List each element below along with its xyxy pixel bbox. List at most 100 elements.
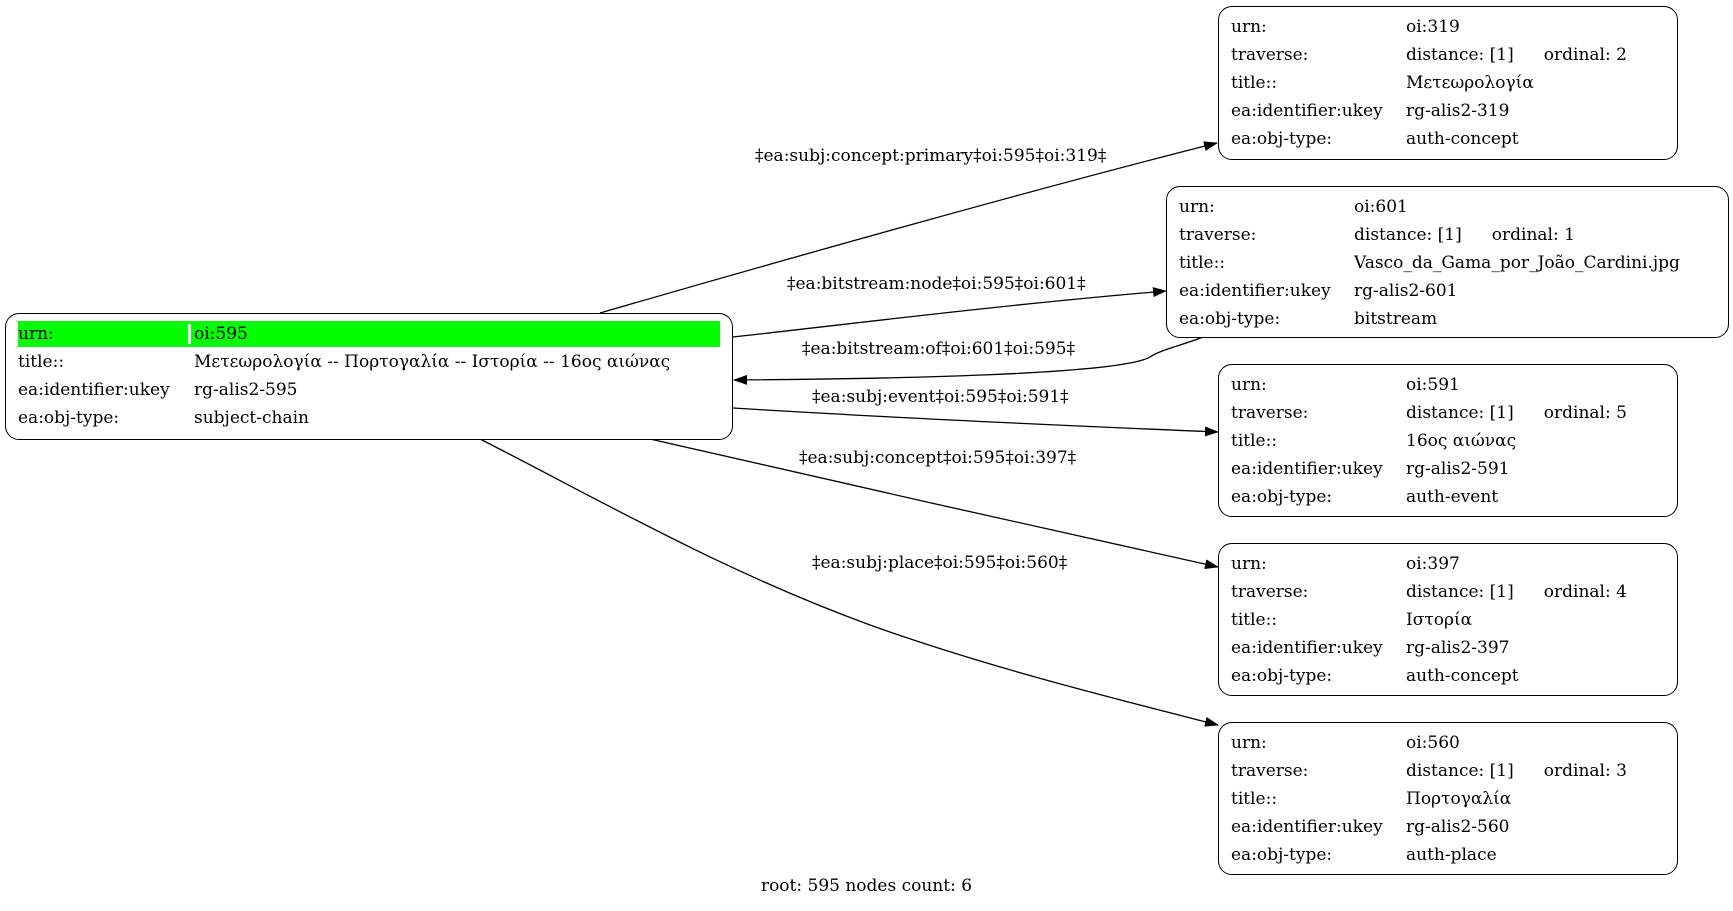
node-urn-key: urn:	[1231, 554, 1267, 574]
node-traverse-row: traverse: distance: [1] ordinal: 2	[1231, 41, 1665, 69]
root-type-key: ea:obj-type:	[18, 408, 120, 428]
node-ukey-key: ea:identifier:ukey	[1231, 459, 1383, 479]
node-title-row: title::Μετεωρολογία	[1231, 69, 1665, 97]
node-distance-value: distance: [1]	[1406, 403, 1514, 423]
node-type-value: auth-event	[1406, 487, 1499, 507]
root-ukey-value: rg-alis2-595	[194, 380, 298, 400]
node-urn-row: urn: oi:591	[1231, 371, 1665, 399]
edge-root-to-397	[649, 438, 1219, 570]
node-traverse-row: traverse: distance: [1] ordinal: 3	[1231, 757, 1665, 785]
edge-root-to-601	[732, 287, 1167, 338]
node-urn-key: urn:	[1179, 197, 1215, 217]
root-type-row: ea:obj-type: subject-chain	[18, 404, 720, 432]
node-title-key: title::	[1231, 789, 1278, 809]
node-oi-591[interactable]: urn: oi:591 traverse: distance: [1] ordinal…	[1218, 364, 1678, 517]
node-title-row: title::Πορτογαλία	[1231, 785, 1665, 813]
root-title-key: title::	[18, 352, 65, 372]
node-type-value: auth-concept	[1406, 666, 1519, 686]
node-type-row: ea:obj-type: auth-concept	[1231, 662, 1665, 690]
node-type-value: auth-concept	[1406, 129, 1519, 149]
node-type-key: ea:obj-type:	[1231, 129, 1333, 149]
node-urn-value: oi:319	[1406, 17, 1460, 37]
node-ukey-value: rg-alis2-601	[1354, 281, 1458, 301]
node-urn-value: oi:560	[1406, 733, 1460, 753]
root-node[interactable]: urn: oi:595 title:: Μετεωρολογία -- Πορτ…	[5, 313, 733, 440]
root-ukey-key: ea:identifier:ukey	[18, 380, 170, 400]
node-traverse-key: traverse:	[1231, 45, 1309, 65]
node-urn-value: oi:601	[1354, 197, 1408, 217]
node-ukey-key: ea:identifier:ukey	[1231, 817, 1383, 837]
node-distance-value: distance: [1]	[1406, 761, 1514, 781]
root-urn-key: urn:	[18, 324, 188, 344]
node-urn-row: urn: oi:601	[1179, 193, 1716, 221]
node-ukey-row: ea:identifier:ukey rg-alis2-319	[1231, 97, 1665, 125]
root-urn-row: urn: oi:595	[18, 321, 720, 347]
edge-601-to-root	[733, 336, 1204, 385]
node-urn-value: oi:591	[1406, 375, 1460, 395]
edge-root-to-560	[479, 438, 1219, 727]
node-ukey-key: ea:identifier:ukey	[1179, 281, 1331, 301]
node-type-key: ea:obj-type:	[1231, 845, 1333, 865]
node-title-key: title::	[1179, 253, 1226, 273]
node-title-value: Ιστορία	[1406, 610, 1473, 630]
node-ukey-row: ea:identifier:ukey rg-alis2-601	[1179, 277, 1716, 305]
node-ordinal-value: ordinal: 5	[1543, 403, 1627, 423]
node-title-value: Vasco_da_Gama_por_João_Cardini.jpg	[1354, 253, 1680, 273]
edge-label-bitstream-node: ‡ea:bitstream:node‡oi:595‡oi:601‡	[787, 274, 1086, 294]
node-traverse-key: traverse:	[1231, 403, 1309, 423]
node-distance-value: distance: [1]	[1406, 45, 1514, 65]
node-ordinal-value: ordinal: 4	[1543, 582, 1627, 602]
node-type-value: bitstream	[1354, 309, 1438, 329]
node-title-row: title::Vasco_da_Gama_por_João_Cardini.jp…	[1179, 249, 1716, 277]
node-urn-row: urn:oi:397	[1231, 550, 1665, 578]
node-oi-601[interactable]: urn:oi:601 traverse:distance: [1]ordinal…	[1166, 186, 1729, 338]
node-type-row: ea:obj-type: bitstream	[1179, 305, 1716, 333]
node-title-row: title::16ος αιώνας	[1231, 427, 1665, 455]
node-ordinal-value: ordinal: 3	[1543, 761, 1627, 781]
edge-label-subj-place: ‡ea:subj:place‡oi:595‡oi:560‡	[812, 553, 1068, 573]
node-title-row: title::Ιστορία	[1231, 606, 1665, 634]
node-type-key: ea:obj-type:	[1231, 666, 1333, 686]
edge-label-subj-event: ‡ea:subj:event‡oi:595‡oi:591‡	[812, 387, 1069, 407]
node-urn-row: urn: oi:560	[1231, 729, 1665, 757]
node-ukey-value: rg-alis2-397	[1406, 638, 1510, 658]
edge-label-subj-concept: ‡ea:subj:concept‡oi:595‡oi:397‡	[799, 448, 1077, 468]
node-traverse-key: traverse:	[1231, 582, 1309, 602]
node-distance-value: distance: [1]	[1406, 582, 1514, 602]
node-ukey-row: ea:identifier:ukey rg-alis2-397	[1231, 634, 1665, 662]
node-urn-row: urn: oi:319	[1231, 13, 1665, 41]
node-type-row: ea:obj-type: auth-concept	[1231, 125, 1665, 153]
node-type-key: ea:obj-type:	[1231, 487, 1333, 507]
node-title-key: title::	[1231, 610, 1278, 630]
node-title-key: title::	[1231, 431, 1278, 451]
node-ukey-key: ea:identifier:ukey	[1231, 101, 1383, 121]
node-oi-560[interactable]: urn: oi:560 traverse: distance: [1] ordinal…	[1218, 722, 1678, 875]
node-ukey-key: ea:identifier:ukey	[1231, 638, 1383, 658]
root-title-value: Μετεωρολογία -- Πορτογαλία -- Ιστορία --…	[194, 352, 671, 372]
node-ordinal-value: ordinal: 2	[1543, 45, 1627, 65]
node-title-key: title::	[1231, 73, 1278, 93]
edge-label-concept-primary: ‡ea:subj:concept:primary‡oi:595‡oi:319‡	[755, 146, 1107, 166]
node-distance-value: distance: [1]	[1354, 225, 1462, 245]
node-oi-319[interactable]: urn: oi:319 traverse: distance: [1] ordinal…	[1218, 6, 1678, 160]
node-ukey-value: rg-alis2-591	[1406, 459, 1510, 479]
graph-footer: root: 595 nodes count: 6	[760, 876, 973, 896]
edge-root-to-319	[599, 141, 1218, 314]
root-urn-value: oi:595	[188, 324, 720, 344]
node-title-value: 16ος αιώνας	[1406, 431, 1517, 451]
node-urn-key: urn:	[1231, 17, 1267, 37]
node-ukey-value: rg-alis2-319	[1406, 101, 1510, 121]
node-urn-key: urn:	[1231, 733, 1267, 753]
node-ukey-row: ea:identifier:ukey rg-alis2-591	[1231, 455, 1665, 483]
node-traverse-key: traverse:	[1231, 761, 1309, 781]
node-title-value: Μετεωρολογία	[1406, 73, 1534, 93]
node-title-value: Πορτογαλία	[1406, 789, 1512, 809]
root-ukey-row: ea:identifier:ukey rg-alis2-595	[18, 376, 720, 404]
node-urn-key: urn:	[1231, 375, 1267, 395]
root-type-value: subject-chain	[194, 408, 309, 428]
node-traverse-row: traverse: distance: [1] ordinal: 5	[1231, 399, 1665, 427]
node-type-key: ea:obj-type:	[1179, 309, 1281, 329]
node-oi-397[interactable]: urn:oi:397 traverse: distance: [1] ordinal…	[1218, 543, 1678, 696]
node-traverse-key: traverse:	[1179, 225, 1257, 245]
